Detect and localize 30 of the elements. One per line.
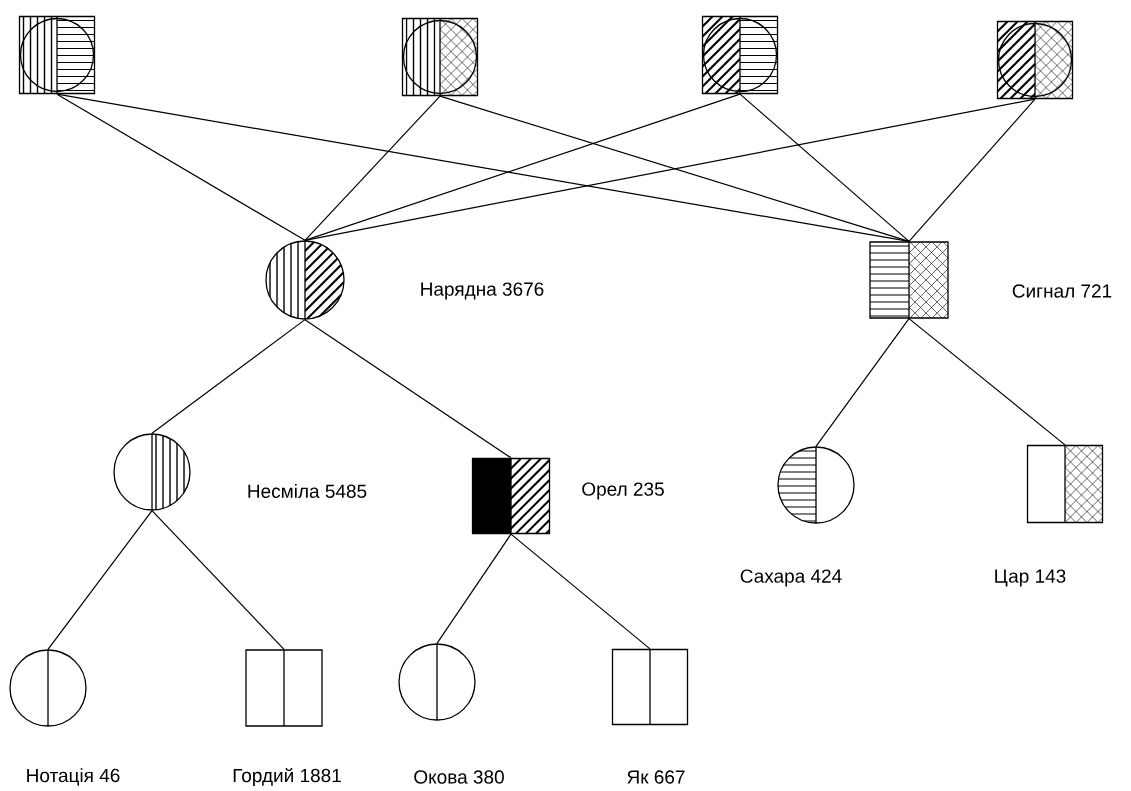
square-circle-symbol bbox=[18, 15, 96, 95]
name-label: Орел 235 bbox=[582, 482, 664, 500]
name-label: Нарядна 3676 bbox=[421, 282, 544, 300]
square-circle-symbol bbox=[401, 17, 479, 97]
name-label: Несміла 5485 bbox=[248, 484, 367, 498]
pedigree-line bbox=[304, 319, 512, 459]
name-label: Нотація 46 bbox=[27, 768, 120, 786]
name-label: Сахара 424 bbox=[740, 569, 842, 587]
name-label: Сигнал 721 bbox=[1012, 284, 1112, 298]
pedigree-line bbox=[47, 510, 153, 650]
name-label: Цар 143 bbox=[995, 569, 1066, 587]
pedigree-line bbox=[908, 98, 1036, 242]
pedigree-line bbox=[304, 93, 741, 241]
square-circle-symbol bbox=[996, 20, 1074, 100]
pedigree-line bbox=[151, 319, 306, 434]
square-circle-symbol bbox=[701, 15, 779, 95]
pedigree-line bbox=[439, 95, 910, 242]
pedigree-line bbox=[151, 510, 285, 650]
pedigree-line bbox=[510, 533, 651, 650]
pedigree-line bbox=[304, 98, 1036, 241]
pedigree-line bbox=[56, 93, 306, 241]
name-label: Як 667 bbox=[627, 770, 685, 784]
pedigree-line bbox=[436, 533, 512, 644]
name-label: Гордий 1881 bbox=[233, 767, 341, 786]
pedigree-line bbox=[739, 93, 910, 242]
name-label: Окова 380 bbox=[414, 770, 504, 784]
pedigree-line bbox=[304, 95, 441, 241]
pedigree-line bbox=[56, 93, 910, 242]
pedigree-line bbox=[815, 318, 910, 447]
pedigree-line bbox=[908, 318, 1066, 446]
